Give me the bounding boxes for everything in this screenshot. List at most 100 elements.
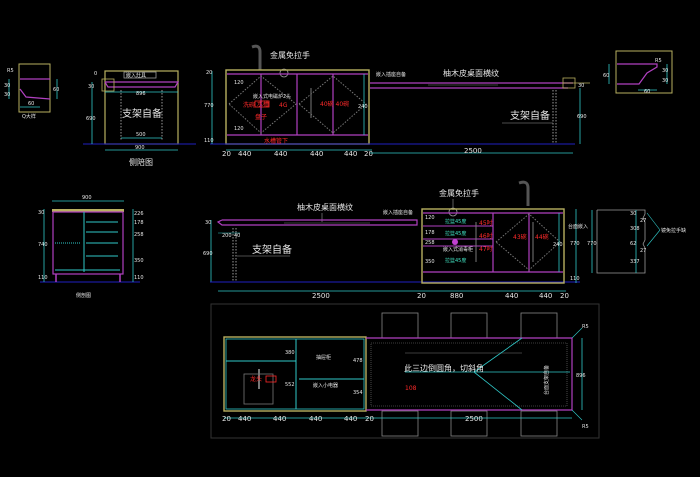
front-dim-left-3: 120 — [234, 126, 244, 132]
back-dim-right-1: 770 — [570, 241, 580, 247]
section-width: 900 — [82, 195, 92, 201]
section-body — [52, 211, 124, 275]
detail-left-r: R5 — [7, 68, 14, 74]
detail-right-r: R5 — [655, 58, 662, 64]
plan-dim-right-2: R5 — [582, 424, 589, 430]
back-drawer-label-0: 拉篮45度 — [445, 218, 466, 225]
section-right-dim-2: 258 — [134, 232, 144, 238]
table-top-dim-right: 690 — [577, 114, 587, 120]
front-hob-label: 嵌入式电磁炉2头 — [253, 93, 291, 100]
front-red-5: 水槽管下 — [264, 137, 288, 145]
front-red-4: 40碗 40碗 — [320, 100, 349, 108]
back-sink-red-1: 44碗 — [535, 233, 549, 241]
section-view: 900 30 740 110 226 178 258 350 110 侧剖图 — [38, 195, 144, 299]
plan-dim-right-1: 896 — [576, 373, 586, 379]
front-red-1: 水槽 — [257, 100, 269, 108]
plan-dim-left-1: 552 — [285, 382, 295, 388]
profile-outline — [596, 209, 646, 274]
side-view-dim-h-top: 30 — [88, 84, 94, 90]
plan-dim-left-0: 380 — [285, 350, 295, 356]
detail-left-frame — [18, 63, 51, 113]
back-support: 支架自备 — [252, 243, 292, 256]
detail-left-total: 60 — [53, 87, 59, 93]
detail-left: R5 30 30 60 60 Q大样 — [4, 63, 59, 120]
back-dim-bottom-0: 2500 — [312, 292, 330, 300]
profile-dim-1: 30 — [630, 211, 636, 217]
profile-dim-5: 27 — [640, 248, 646, 254]
section-left-dim-1: 740 — [38, 242, 48, 248]
back-drawer-red-1: 46吋 — [479, 232, 493, 240]
profile-dim-2: 308 — [630, 226, 640, 232]
plan-dim-bottom-1: 440 — [238, 415, 251, 423]
back-dim-right-2: 110 — [570, 276, 580, 282]
back-inner-dim-0: 200 — [222, 233, 232, 239]
section-right-dim-3: 350 — [134, 258, 144, 264]
front-dim-left-4: 110 — [204, 138, 214, 144]
side-view-dim-h-body: 690 — [86, 116, 96, 122]
table-top-small-label: 嵌入插座自备 — [376, 71, 406, 78]
front-handle-label: 金属免拉手 — [270, 50, 310, 60]
table-top-support: 支架自备 — [510, 109, 550, 122]
detail-right: 60 R5 30 30 60 — [603, 50, 673, 95]
plan-red-note: 108 — [405, 385, 417, 392]
back-dim-bottom-2: 880 — [450, 292, 463, 300]
back-dim-bottom-5: 20 — [560, 292, 569, 300]
back-faucet-icon — [518, 180, 530, 206]
plan-dim-right-0: R5 — [582, 324, 589, 330]
faucet-icon — [251, 44, 262, 70]
detail-right-w: 60 — [644, 89, 650, 95]
side-view-top-label: 嵌入灶具 — [126, 72, 146, 79]
back-handle-label: 金属免拉手 — [439, 188, 479, 198]
front-dim-right: 240 — [358, 104, 368, 110]
plan-dim-inner-1: 354 — [353, 390, 363, 396]
detail-right-h: 60 — [603, 73, 609, 79]
plan-dim-bottom-2: 440 — [273, 415, 286, 423]
back-dim-bottom-1: 20 — [417, 292, 426, 300]
front-dim-bottom-5: 20 — [364, 150, 373, 158]
back-side-dim-0: 120 — [425, 215, 435, 221]
side-view-dim-total: 900 — [135, 145, 145, 151]
side-view-dim-leg: 500 — [136, 132, 146, 138]
section-left-dim-2: 110 — [38, 275, 48, 281]
front-dim-left-2: 770 — [204, 103, 214, 109]
table-top-dim-top: 30 — [578, 83, 584, 89]
section-title: 侧剖图 — [76, 292, 91, 299]
detail-left-title: Q大样 — [22, 113, 36, 120]
back-dim-left-1: 690 — [203, 251, 213, 257]
table-elevation-top: 嵌入插座自备 柚木皮桌面横纹 支架自备 30 690 2500 — [370, 68, 590, 155]
back-dim-left-0: 30 — [205, 220, 211, 226]
back-side-label: 台面嵌入 — [568, 223, 588, 230]
front-red-3: 盘子 — [255, 113, 267, 121]
side-view-dim-inner: 896 — [136, 91, 146, 97]
plan-dim-bottom-0: 20 — [222, 415, 231, 423]
side-view-support: 支架自备 — [122, 107, 162, 120]
back-cabinet — [421, 208, 565, 284]
back-sink-red-0: 43碗 — [513, 233, 527, 241]
back-dim-bottom-4: 440 — [539, 292, 552, 300]
profile-dim-3: 27 — [640, 218, 646, 224]
front-dim-bottom-1: 440 — [238, 150, 251, 158]
front-dim-left-0: 20 — [206, 70, 212, 76]
plan-vertical-label: 台面支架自备 — [543, 365, 550, 395]
detail-right-frame — [615, 50, 673, 94]
profile-dim-4: 62 — [630, 241, 636, 247]
plan-dim-bottom-6: 2500 — [465, 415, 483, 423]
front-dim-bottom-2: 440 — [274, 150, 287, 158]
profile-right: 770 30 308 27 62 27 337 镜免拉手缺 — [587, 209, 686, 274]
front-red-2: 4G — [279, 102, 288, 109]
detail-right-h1: 30 — [662, 68, 668, 74]
back-side-dim-1: 178 — [425, 230, 435, 236]
plan-label-upper: 抽屉柜 — [316, 354, 331, 361]
detail-left-chamfer — [19, 88, 51, 100]
back-elevation: 柚木皮桌面横纹 嵌入插座自备 支架自备 200 40 30 690 金属免拉手 … — [203, 180, 588, 300]
back-drawer-label-3: 拉篮45度 — [445, 257, 466, 264]
side-view-counter — [104, 81, 180, 88]
section-right-dim-1: 178 — [134, 220, 144, 226]
side-view-title: 侧陪图 — [129, 157, 153, 167]
back-side-dim-2: 258 — [425, 240, 435, 246]
side-view-dim-0: 0 — [94, 71, 97, 77]
plan-view: 龙头 抽屉柜 嵌入小电器 380 552 478 354 此三边倒圆角，切斜角 … — [210, 303, 600, 439]
plan-dim-bottom-4: 440 — [344, 415, 357, 423]
front-red-0: 洗碗 — [243, 101, 255, 109]
side-view-hob — [123, 71, 157, 79]
